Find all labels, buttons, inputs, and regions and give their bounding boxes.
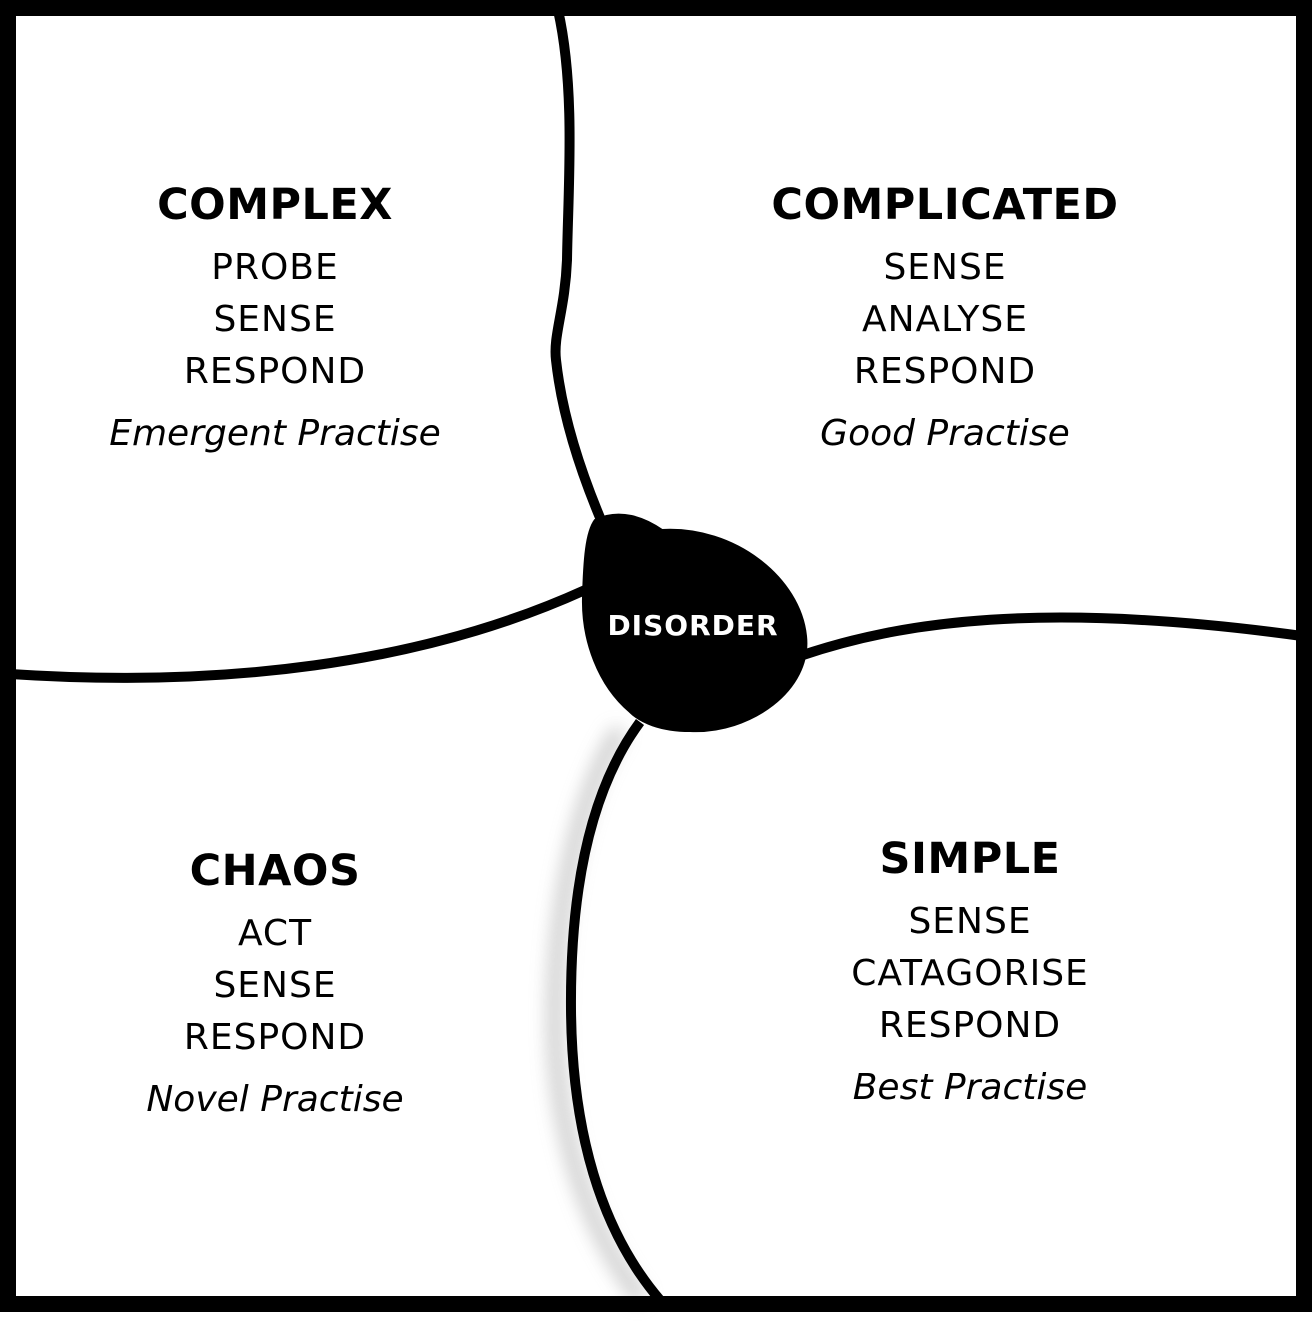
disorder-blob [581, 513, 808, 733]
complicated-step: RESPOND [853, 351, 1037, 392]
simple-title: SIMPLE [879, 834, 1061, 884]
complicated-step: SENSE [883, 247, 1007, 288]
chaos-step: RESPOND [183, 1017, 367, 1058]
chaos-practice: Novel Practise [146, 1079, 404, 1120]
chaos-steps: ACT SENSE RESPOND [90, 908, 460, 1064]
complicated-title: COMPLICATED [771, 180, 1119, 230]
complicated-practice: Good Practise [820, 413, 1070, 454]
complicated-step: ANALYSE [861, 299, 1029, 340]
complicated-simple-boundary [798, 612, 1303, 661]
disorder-label: DISORDER [607, 609, 779, 642]
complex-steps: PROBE SENSE RESPOND [90, 242, 460, 398]
simple-step: SENSE [908, 901, 1032, 942]
chaos-title: CHAOS [189, 846, 361, 896]
simple-domain: SIMPLE SENSE CATAGORISE RESPOND Best Pra… [780, 834, 1160, 1110]
complex-domain: COMPLEX PROBE SENSE RESPOND Emergent Pra… [90, 180, 460, 456]
complex-complicated-boundary [550, 8, 606, 522]
complicated-domain: COMPLICATED SENSE ANALYSE RESPOND Good P… [745, 180, 1145, 456]
simple-steps: SENSE CATAGORISE RESPOND [780, 896, 1160, 1052]
complex-step: PROBE [211, 247, 339, 288]
simple-step: CATAGORISE [851, 953, 1089, 994]
complex-title: COMPLEX [157, 180, 393, 230]
chaos-domain: CHAOS ACT SENSE RESPOND Novel Practise [90, 846, 460, 1122]
complex-practice: Emergent Practise [109, 413, 441, 454]
chaos-step: ACT [237, 913, 313, 954]
simple-practice: Best Practise [852, 1067, 1088, 1108]
complicated-steps: SENSE ANALYSE RESPOND [745, 242, 1145, 398]
chaos-step: SENSE [213, 965, 337, 1006]
chaos-simple-boundary [565, 719, 664, 1304]
complex-step: SENSE [213, 299, 337, 340]
complex-step: RESPOND [183, 351, 367, 392]
complex-chaos-boundary [9, 585, 588, 683]
simple-step: RESPOND [878, 1005, 1062, 1046]
boundary-shadow [547, 726, 648, 1305]
